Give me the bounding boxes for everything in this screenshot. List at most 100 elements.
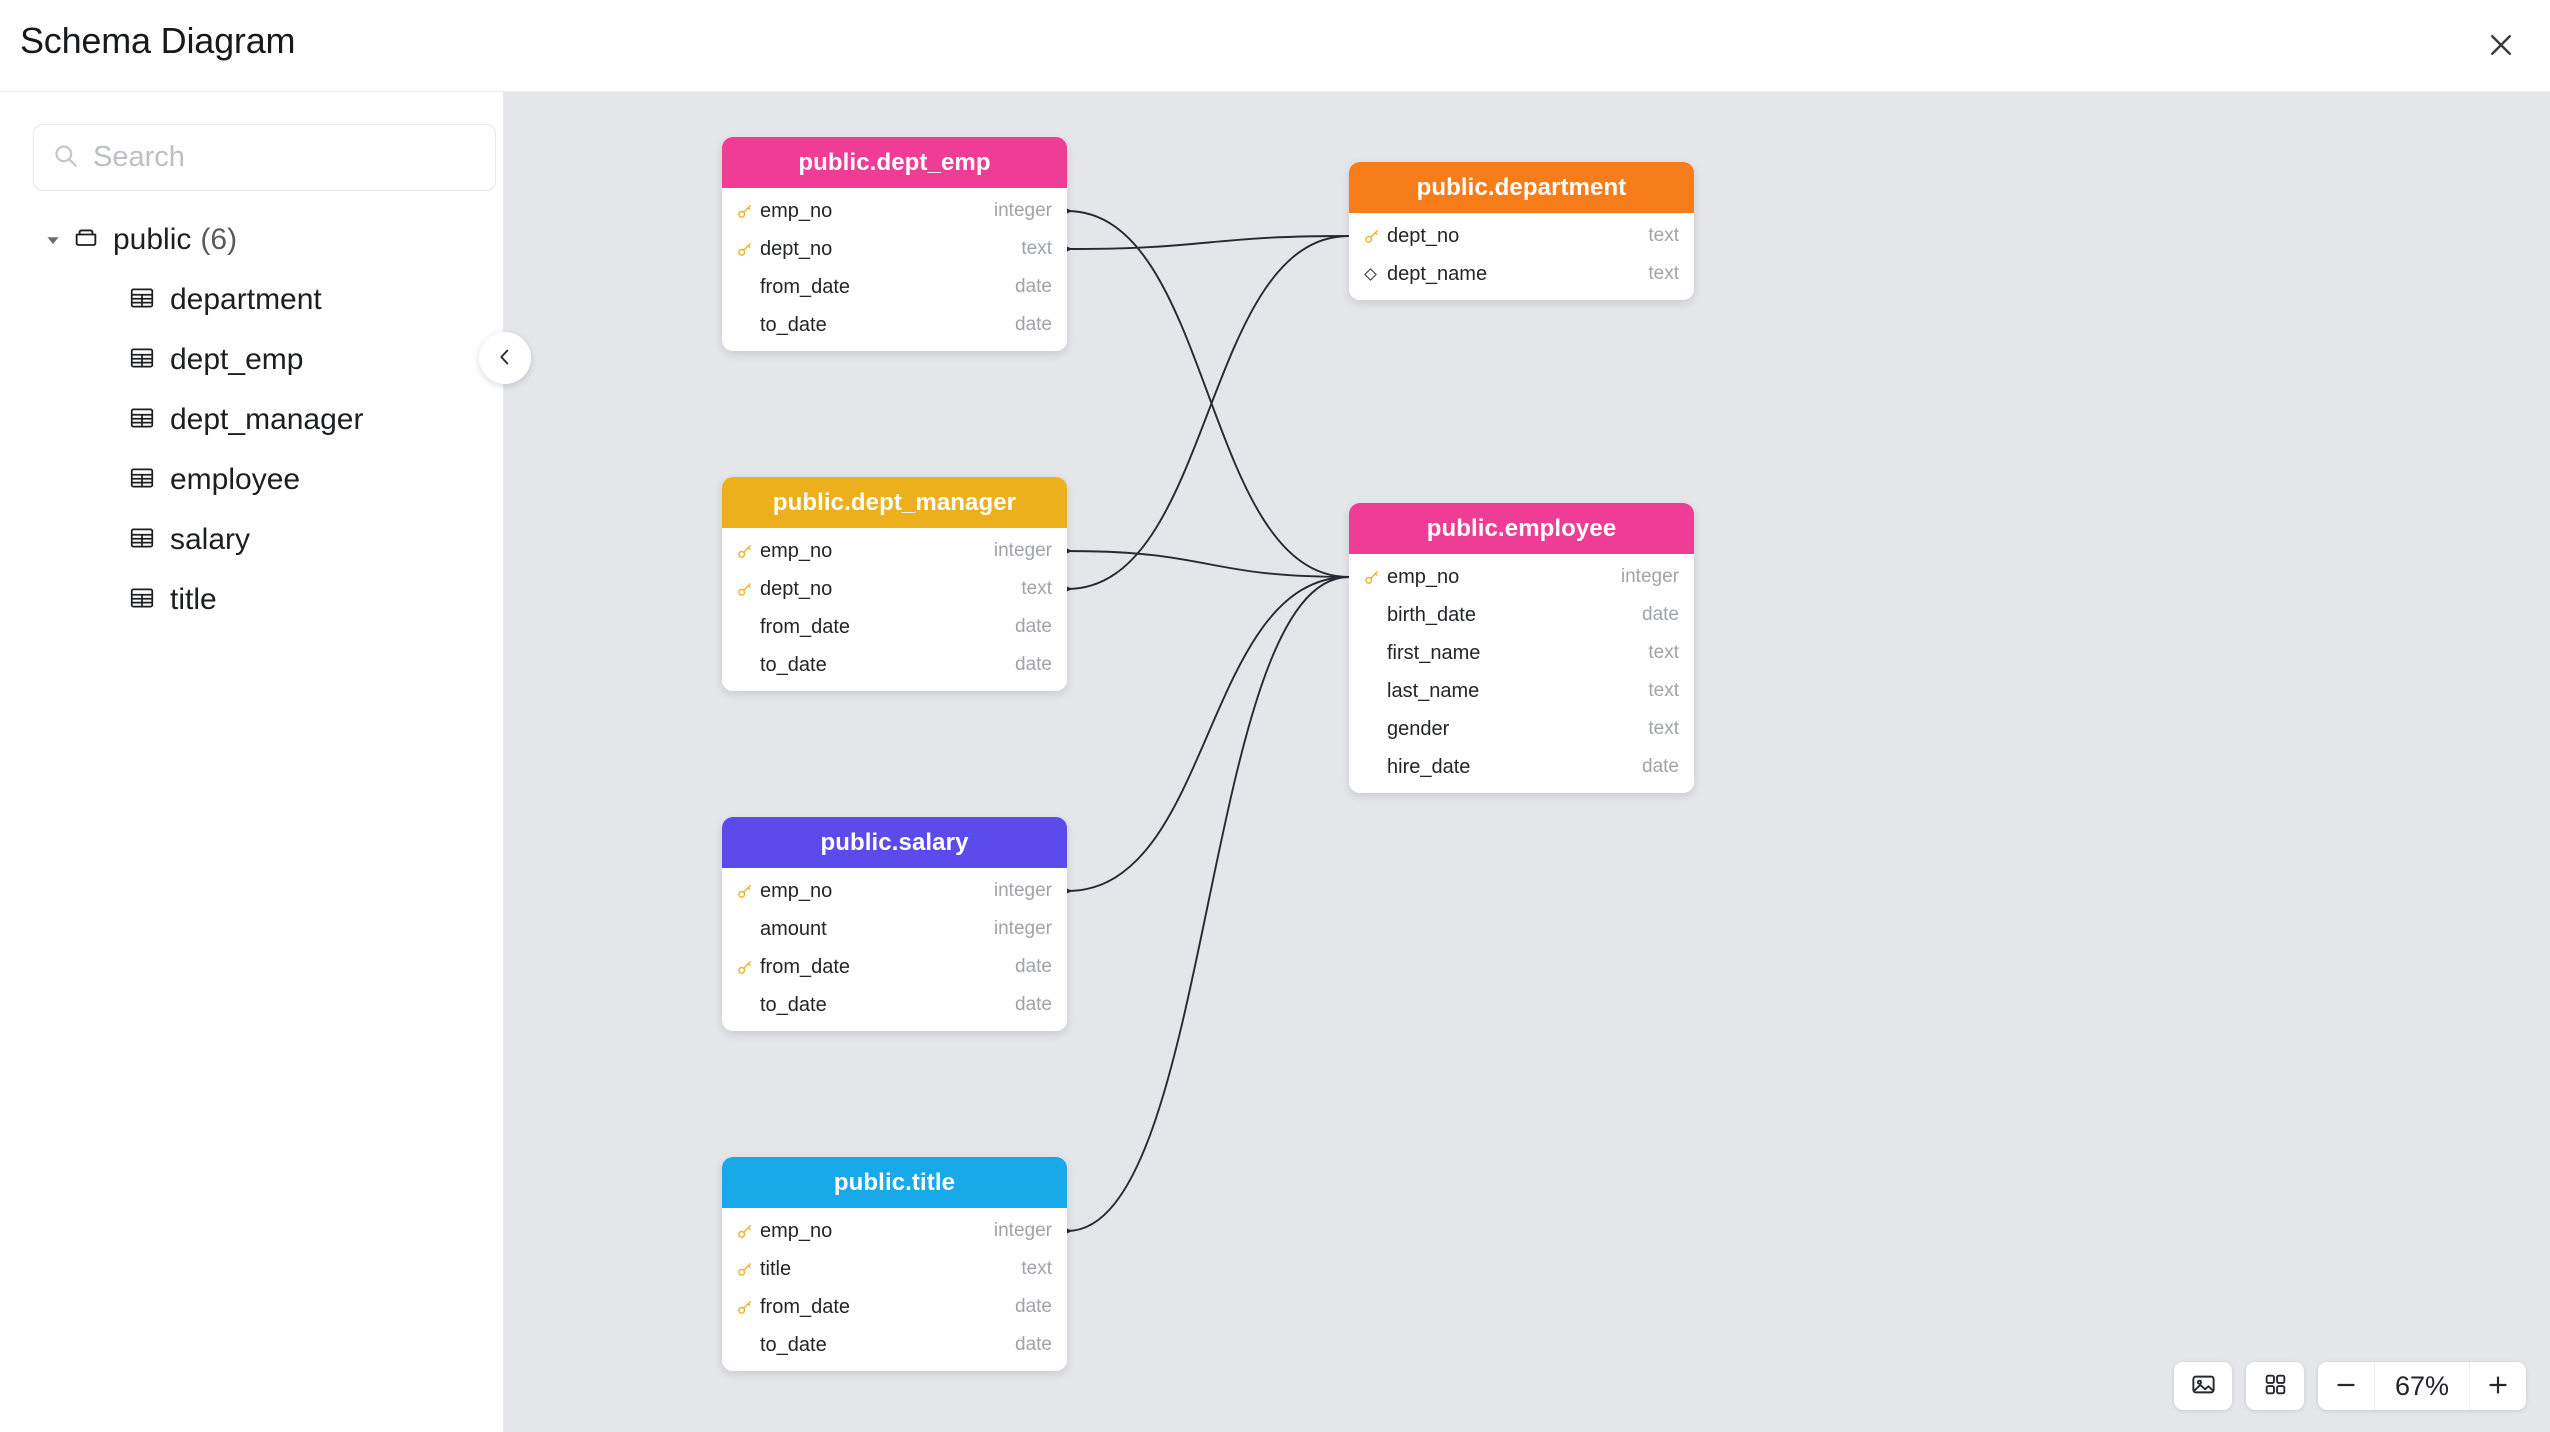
zoom-out-button[interactable] [2318, 1362, 2374, 1410]
table-field-name: dept_no [760, 577, 833, 600]
table-node-title: public.department [1349, 162, 1694, 213]
sidebar-table-item[interactable]: dept_manager [0, 390, 504, 450]
sidebar-table-item[interactable]: dept_emp [0, 330, 504, 390]
table-node-title: public.salary [722, 817, 1067, 868]
sidebar-table-item[interactable]: salary [0, 510, 504, 570]
table-field-type: integer [1620, 566, 1679, 587]
search-box[interactable] [33, 124, 496, 191]
table-field-type: integer [993, 1220, 1052, 1241]
close-button[interactable] [2470, 14, 2532, 76]
table-field-name: title [760, 1257, 792, 1280]
table-field-name: first_name [1387, 641, 1481, 664]
primary-key-icon [736, 883, 760, 900]
relationship-edge [1066, 576, 1350, 892]
schema-tree: public (6) department dept_emp dept_mana… [0, 210, 504, 630]
primary-key-icon [736, 1261, 760, 1278]
table-field-name: last_name [1387, 679, 1480, 702]
table-field-type: date [1015, 314, 1052, 335]
table-field-type: date [1015, 994, 1052, 1015]
table-field-name: to_date [760, 653, 827, 676]
table-field-name: dept_no [760, 237, 833, 260]
table-field-type: integer [993, 540, 1052, 561]
table-field-type: text [1648, 642, 1679, 663]
table-field-row[interactable]: dept_no text [722, 570, 1067, 608]
table-field-name: from_date [760, 955, 851, 978]
table-field-type: date [1642, 756, 1679, 777]
table-field-row[interactable]: dept_no text [722, 230, 1067, 268]
table-field-type: text [1648, 718, 1679, 739]
sidebar-table-label: employee [170, 463, 301, 496]
primary-key-icon [736, 203, 760, 220]
caret-down-icon[interactable] [40, 227, 66, 253]
table-field-name: to_date [760, 1333, 827, 1356]
zoom-controls: 67% [2318, 1362, 2526, 1410]
table-field-name: hire_date [1387, 755, 1471, 778]
table-field-name: dept_no [1387, 224, 1460, 247]
relationship-edge [1066, 210, 1350, 578]
table-node-title: public.title [722, 1157, 1067, 1208]
table-field-type: text [1021, 578, 1052, 599]
fit-grid-button[interactable] [2246, 1362, 2304, 1410]
table-field-row[interactable]: to_date date [722, 306, 1067, 344]
primary-key-icon [736, 1223, 760, 1240]
table-field-name: to_date [760, 313, 827, 336]
sidebar-table-item[interactable]: title [0, 570, 504, 630]
zoom-level-label[interactable]: 67% [2374, 1362, 2470, 1410]
sidebar-table-item[interactable]: employee [0, 450, 504, 510]
table-field-row[interactable]: emp_no integer [722, 1212, 1067, 1250]
zoom-in-button[interactable] [2470, 1362, 2526, 1410]
sidebar: public (6) department dept_emp dept_mana… [0, 92, 531, 1432]
table-field-row[interactable]: hire_date date [1349, 748, 1694, 786]
table-field-type: text [1021, 238, 1052, 259]
table-field-name: from_date [760, 275, 851, 298]
table-field-name: amount [760, 917, 827, 940]
table-icon [128, 524, 156, 557]
tree-node-label: public [113, 223, 192, 256]
export-image-button[interactable] [2174, 1362, 2232, 1410]
primary-key-icon [1363, 228, 1387, 245]
table-field-type: date [1015, 1296, 1052, 1317]
primary-key-icon [736, 581, 760, 598]
table-icon [128, 344, 156, 377]
relationship-edge [1066, 235, 1350, 250]
search-input[interactable] [93, 141, 477, 174]
table-field-row[interactable]: to_date date [722, 986, 1067, 1024]
chevron-left-icon [494, 346, 516, 371]
sidebar-table-item[interactable]: department [0, 270, 504, 330]
table-field-row[interactable]: first_name text [1349, 634, 1694, 672]
table-field-name: to_date [760, 993, 827, 1016]
primary-key-icon [736, 959, 760, 976]
tree-node-public[interactable]: public (6) [0, 210, 504, 270]
table-field-name: emp_no [760, 1219, 833, 1242]
sidebar-collapse-button[interactable] [479, 332, 531, 384]
sidebar-table-label: dept_emp [170, 343, 304, 376]
sidebar-table-label: salary [170, 523, 251, 556]
